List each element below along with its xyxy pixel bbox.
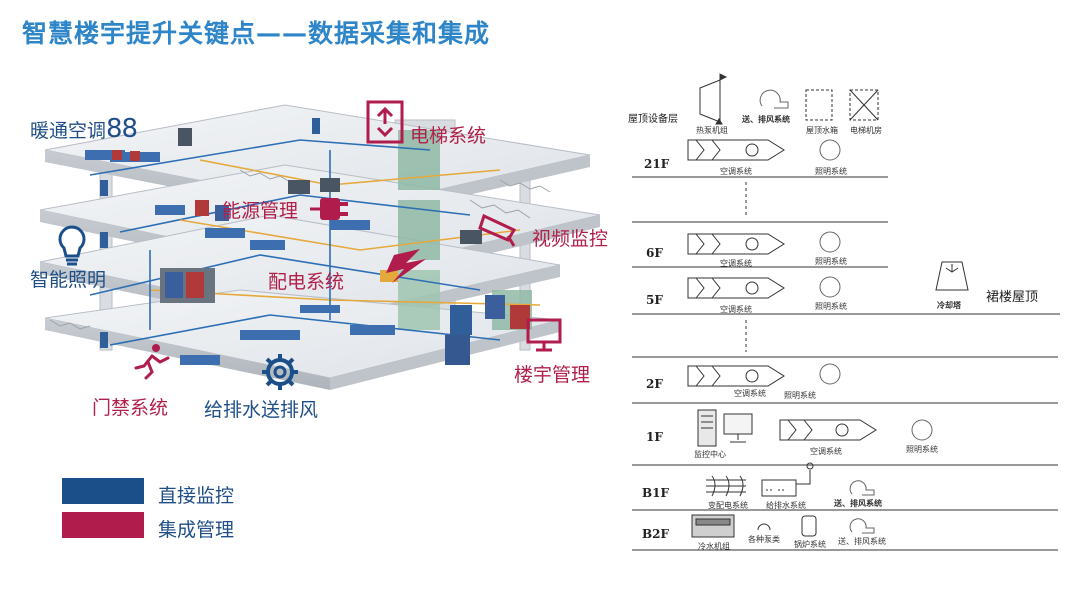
chiller-icon bbox=[691, 514, 735, 538]
ac-unit-1f-icon bbox=[779, 419, 877, 441]
page-title: 智慧楼宇提升关键点——数据采集和集成 bbox=[22, 19, 491, 48]
legend-swatch-integrated bbox=[62, 512, 144, 538]
label-video: 视频监控 bbox=[532, 228, 609, 250]
label-lighting: 智能照明 bbox=[30, 269, 107, 291]
floor-label-2f: 2F bbox=[646, 377, 663, 391]
21f-item-light: 照明系统 bbox=[815, 167, 847, 176]
light-5f-icon bbox=[819, 276, 841, 298]
floor-label-6f: 6F bbox=[646, 246, 663, 260]
bms-monitor-icon bbox=[526, 318, 562, 352]
ac-unit-6f-icon bbox=[687, 233, 785, 255]
roof-item-heat-pump: 热泵机组 bbox=[696, 126, 728, 135]
roof-water-tank-icon bbox=[805, 89, 833, 121]
6f-item-light: 照明系统 bbox=[815, 257, 847, 266]
b1f-item-ventilation: 送、排风系统 bbox=[834, 498, 882, 508]
power-lightning-icon bbox=[386, 249, 426, 283]
1f-item-light: 照明系统 bbox=[906, 445, 938, 454]
ac-unit-21f-icon bbox=[687, 139, 785, 161]
light-1f-icon bbox=[911, 419, 933, 441]
doors bbox=[100, 118, 472, 348]
roof-item-water-tank: 屋顶水箱 bbox=[806, 126, 838, 135]
pump-icon bbox=[757, 523, 771, 531]
floor-label-b1f: B1F bbox=[642, 486, 670, 500]
elevator-room-icon bbox=[849, 89, 879, 121]
b2f-item-boiler: 锅炉系统 bbox=[794, 540, 826, 549]
2f-item-ac: 空调系统 bbox=[734, 389, 766, 398]
light-2f-icon bbox=[819, 363, 841, 385]
b1f-item-substation: 变配电系统 bbox=[708, 501, 748, 510]
water-supply-icon bbox=[761, 462, 814, 497]
heat-pump-icon bbox=[699, 73, 728, 125]
label-water: 给排水送排风 bbox=[204, 399, 319, 421]
floor-label-b2f: B2F bbox=[642, 527, 670, 541]
boiler-icon bbox=[801, 515, 817, 537]
hvac-icon: 88 bbox=[106, 114, 138, 144]
2f-item-light: 照明系统 bbox=[784, 391, 816, 400]
ac-unit-5f-icon bbox=[687, 277, 785, 299]
legend-label-direct: 直接监控 bbox=[158, 485, 235, 507]
building-illustration bbox=[39, 100, 601, 390]
5f-item-light: 照明系统 bbox=[815, 302, 847, 311]
1f-item-ac: 空调系统 bbox=[810, 447, 842, 456]
light-21f-icon bbox=[819, 139, 841, 161]
1f-item-control-center: 监控中心 bbox=[694, 450, 726, 459]
b2f-item-chiller: 冷水机组 bbox=[698, 542, 730, 551]
fan-b1f-icon bbox=[849, 480, 875, 496]
21f-item-ac: 空调系统 bbox=[720, 167, 752, 176]
video-camera-icon bbox=[478, 213, 517, 247]
floor-label-roof: 屋顶设备层 bbox=[628, 114, 678, 125]
legend-swatch-direct bbox=[62, 478, 144, 504]
5f-item-cooling-tower: 冷却塔 bbox=[937, 300, 961, 310]
light-6f-icon bbox=[819, 231, 841, 253]
cooling-tower-icon bbox=[935, 261, 969, 291]
floor-label-21f: 21F bbox=[644, 157, 670, 171]
floor-label-1f: 1F bbox=[646, 430, 663, 444]
ac-unit-2f-icon bbox=[687, 365, 785, 387]
substation-icon bbox=[706, 475, 746, 497]
label-bms: 楼宇管理 bbox=[514, 364, 591, 386]
elevator-shaft bbox=[398, 130, 532, 330]
roof-item-ventilation: 送、排风系统 bbox=[742, 114, 790, 124]
server-tower-icon bbox=[697, 409, 717, 447]
label-energy: 能源管理 bbox=[222, 200, 299, 222]
water-gear-icon bbox=[262, 354, 298, 390]
roof-fan-icon bbox=[759, 89, 789, 109]
label-hvac: 暖通空调88 bbox=[30, 114, 138, 144]
b2f-item-pumps: 各种泵类 bbox=[748, 535, 780, 544]
label-elevator: 电梯系统 bbox=[410, 125, 487, 147]
label-access: 门禁系统 bbox=[92, 397, 169, 419]
roof-item-elevator-room: 电梯机房 bbox=[850, 126, 882, 135]
lighting-bulb-icon bbox=[58, 225, 86, 266]
5f-item-ac: 空调系统 bbox=[720, 305, 752, 314]
b1f-item-water: 给排水系统 bbox=[766, 501, 806, 510]
floor-label-5f: 5F bbox=[646, 293, 663, 307]
podium-roof-label: 裙楼屋顶 bbox=[986, 290, 1039, 305]
monitor-screen-icon bbox=[723, 413, 753, 443]
equipment-panels bbox=[85, 128, 530, 365]
stairs bbox=[49, 169, 551, 330]
fan-b2f-icon bbox=[849, 518, 875, 534]
b2f-item-ventilation: 送、排风系统 bbox=[838, 537, 886, 546]
legend-label-integrated: 集成管理 bbox=[158, 519, 235, 541]
6f-item-ac: 空调系统 bbox=[720, 259, 752, 268]
label-power: 配电系统 bbox=[268, 271, 345, 293]
energy-plug-icon bbox=[310, 198, 348, 220]
access-running-person-icon bbox=[134, 344, 170, 380]
elevator-icon bbox=[366, 100, 404, 144]
